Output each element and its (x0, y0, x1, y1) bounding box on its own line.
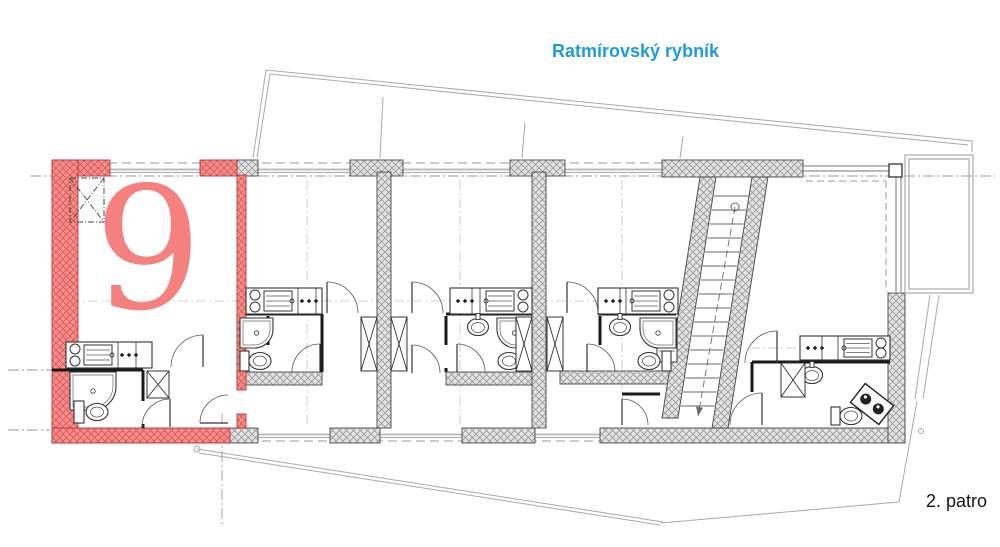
kitchen-counter (799, 335, 891, 361)
doors (141, 281, 778, 428)
shower (639, 317, 677, 349)
kitchen-counter (597, 287, 679, 315)
toilet (637, 350, 672, 372)
unit-number: 9 (94, 151, 203, 349)
location-label: Ratmírovský rybník (552, 41, 720, 61)
corner-column (888, 163, 903, 178)
floor-label: 2. patro (926, 491, 988, 511)
washbasin (608, 313, 632, 337)
double-sink-unit (849, 382, 895, 426)
roof-outline (252, 69, 973, 159)
skylight-symbol (69, 177, 105, 223)
kitchen-counter (449, 287, 533, 315)
shower (239, 317, 274, 349)
kitchen-counter (65, 341, 153, 369)
walls-gray (226, 159, 906, 444)
glass-wall (803, 163, 903, 292)
washbasin (466, 313, 490, 337)
kitchen-counter (245, 287, 323, 315)
toilet (830, 406, 863, 426)
ground-floor-outline (193, 294, 940, 526)
balcony (904, 154, 974, 294)
toilet (73, 400, 109, 424)
shaft-boxes (146, 316, 806, 399)
toilet (239, 350, 272, 372)
